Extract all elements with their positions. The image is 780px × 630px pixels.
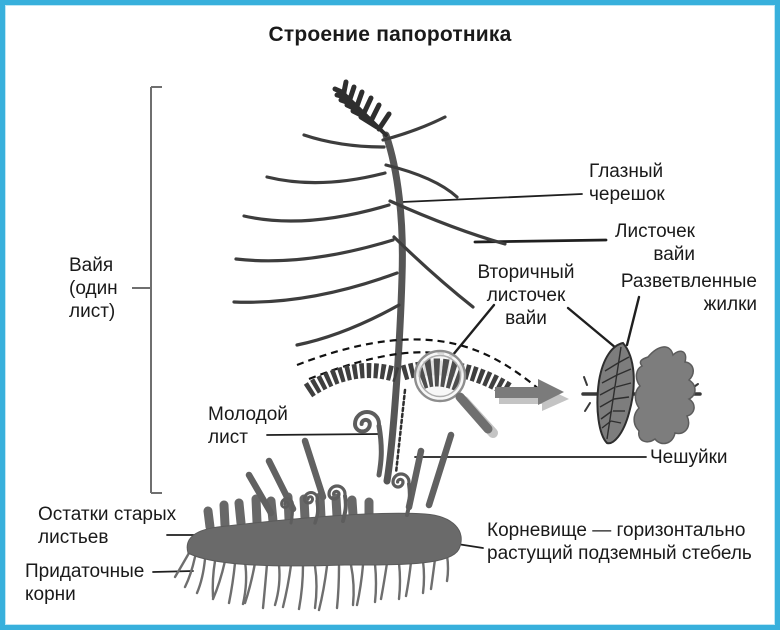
label-secondary-leaflet: Вторичный листочек вайи <box>477 262 575 330</box>
diagram-title: Строение папоротника <box>268 23 512 46</box>
frond-pinnae <box>232 115 507 347</box>
frond-bracket <box>132 86 162 494</box>
outline-dashes-outer <box>296 338 549 398</box>
label-rhizome: Корневище — горизонтально растущий подзе… <box>487 520 752 565</box>
label-frond: Вайя (один лист) <box>69 255 118 323</box>
old-leaf-base-stubs <box>203 492 374 532</box>
frond-stem <box>382 131 407 485</box>
fern-illustration <box>132 79 702 612</box>
label-scales: Чешуйки <box>650 447 728 468</box>
adventitious-roots <box>173 551 450 612</box>
fertile-pinna-left <box>303 363 400 398</box>
arrow-icon <box>495 379 569 411</box>
magnifier-handle <box>455 392 493 434</box>
rhizome-body <box>186 512 462 567</box>
label-main-petiole: Глазный черешок <box>589 161 665 206</box>
leader-branched-veins <box>625 295 641 347</box>
magnifier-icon <box>413 349 498 438</box>
detail-leaflet-plain <box>633 346 696 445</box>
frond-tip <box>332 79 392 137</box>
leaflet-detail-view <box>581 341 702 445</box>
leader-secondary-to-detail <box>566 306 618 350</box>
fiddleheads <box>280 410 412 525</box>
stem-scale-serration <box>394 388 407 475</box>
detail-leaflet-veined <box>596 341 635 445</box>
label-branched-veins: Разветвленные жилки <box>620 271 757 316</box>
branched-veins-lines <box>599 346 632 440</box>
rhizome-illustration <box>173 492 462 612</box>
label-young-leaf: Молодой лист <box>208 404 288 449</box>
leader-young-leaf <box>266 433 380 436</box>
leader-adventitious-roots <box>152 570 194 573</box>
label-frond-leaflet: Листочек вайи <box>615 221 695 266</box>
leader-main-petiole <box>401 193 583 203</box>
outline-dashes-inner <box>308 351 458 381</box>
label-old-leaves-remains: Остатки старых листьев <box>38 504 177 549</box>
label-adventitious-roots: Придаточные корни <box>25 561 145 606</box>
